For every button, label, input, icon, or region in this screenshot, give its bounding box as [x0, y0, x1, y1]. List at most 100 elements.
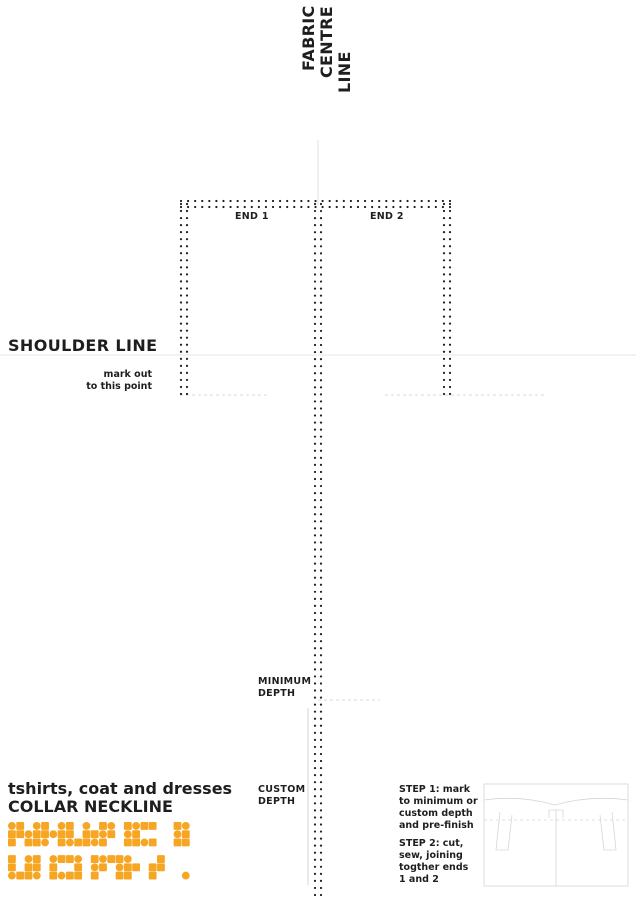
cut-dot	[319, 435, 323, 438]
cut-dot	[319, 414, 323, 417]
cut-dot	[319, 625, 323, 629]
cut-dot	[442, 322, 446, 325]
cut-dot	[313, 428, 317, 431]
cut-dot	[448, 315, 452, 318]
cut-dot	[313, 872, 317, 875]
cut-dot	[313, 224, 317, 227]
cut-dot	[313, 710, 317, 713]
cut-dot	[279, 205, 282, 209]
cut-dot	[319, 823, 323, 826]
dotted-cut-line	[179, 199, 452, 897]
cut-dot	[319, 795, 323, 798]
cut-dot	[319, 640, 323, 643]
cut-dot	[313, 238, 317, 241]
cut-dot	[399, 199, 402, 203]
cut-dot	[441, 199, 445, 203]
cut-dot	[185, 322, 189, 325]
cut-dot	[313, 548, 317, 551]
cut-dot	[442, 252, 446, 255]
cut-dot	[313, 752, 317, 756]
cut-dot	[185, 392, 189, 396]
cut-dot	[271, 205, 275, 209]
cut-dot	[222, 205, 225, 209]
minimum-depth-label: MINIMUM DEPTH	[258, 676, 311, 700]
cut-dot	[319, 484, 323, 488]
cut-dot	[179, 238, 183, 241]
cut-dot	[208, 205, 211, 209]
cut-dot	[185, 287, 189, 290]
cut-dot	[313, 696, 317, 699]
cut-dot	[434, 205, 437, 209]
cut-dot	[185, 308, 189, 311]
cut-dot	[307, 199, 310, 203]
cut-dot	[319, 245, 323, 248]
cut-dot	[179, 301, 183, 304]
cut-dot	[371, 205, 374, 209]
cut-dot	[313, 781, 317, 784]
cut-dot	[313, 456, 317, 459]
cut-dot	[319, 343, 323, 347]
cut-dot	[185, 245, 189, 248]
cut-dot	[313, 576, 317, 579]
cut-dot	[335, 199, 338, 203]
cut-dot	[392, 199, 395, 203]
cut-dot	[442, 280, 446, 283]
cut-dot	[356, 199, 360, 203]
cut-dot	[319, 703, 323, 706]
cut-dot	[448, 329, 452, 332]
cut-dot	[319, 280, 323, 283]
cut-dot	[319, 315, 323, 318]
step-2-line: sew, joining	[399, 850, 463, 861]
cut-dot	[319, 618, 323, 622]
cut-dot	[313, 633, 317, 636]
cut-dot	[319, 724, 323, 727]
cut-dot	[448, 238, 452, 241]
cut-dot	[356, 205, 360, 209]
cut-dot	[236, 205, 239, 209]
cut-dot	[319, 569, 323, 572]
cut-dot	[319, 428, 323, 431]
cut-dot	[313, 280, 317, 283]
cut-dot	[319, 802, 323, 805]
cut-dot	[313, 590, 317, 593]
cut-dot	[335, 205, 338, 209]
cut-dot	[319, 252, 323, 255]
cut-dot	[185, 336, 189, 339]
cut-dot	[313, 611, 317, 615]
end-2-label: END 2	[370, 211, 404, 222]
cut-dot	[427, 205, 430, 209]
cut-dot	[413, 205, 416, 209]
cut-dot	[313, 534, 317, 537]
cut-dot	[185, 329, 189, 332]
cut-dot	[319, 456, 323, 459]
cut-dot	[313, 308, 317, 311]
cut-dot	[319, 738, 323, 741]
cut-dot	[185, 231, 189, 234]
cut-dot	[313, 886, 317, 890]
cut-dot	[442, 273, 446, 276]
cut-dot	[179, 199, 183, 203]
cut-dot	[441, 205, 445, 209]
cut-dot	[313, 682, 317, 685]
cut-dot	[313, 893, 317, 897]
cut-dot	[319, 386, 323, 389]
cut-dot	[313, 273, 317, 276]
cut-dot	[313, 449, 317, 452]
tagline-line-1: tshirts, coat and dresses	[8, 779, 233, 798]
cut-dot	[385, 199, 388, 203]
cut-dot	[313, 209, 317, 213]
cut-dot	[313, 625, 317, 629]
cut-dot	[319, 893, 323, 897]
cut-dot	[319, 224, 323, 227]
cut-dot	[363, 199, 367, 203]
cut-dot	[179, 202, 183, 206]
cut-dot	[319, 562, 323, 565]
cut-dot	[442, 357, 446, 360]
cut-dot	[442, 259, 446, 262]
cut-dot	[448, 322, 452, 325]
cut-dot	[313, 463, 317, 466]
cut-dot	[313, 513, 317, 516]
cut-dot	[448, 287, 452, 290]
cut-dot	[385, 205, 388, 209]
cut-dot	[319, 604, 323, 608]
